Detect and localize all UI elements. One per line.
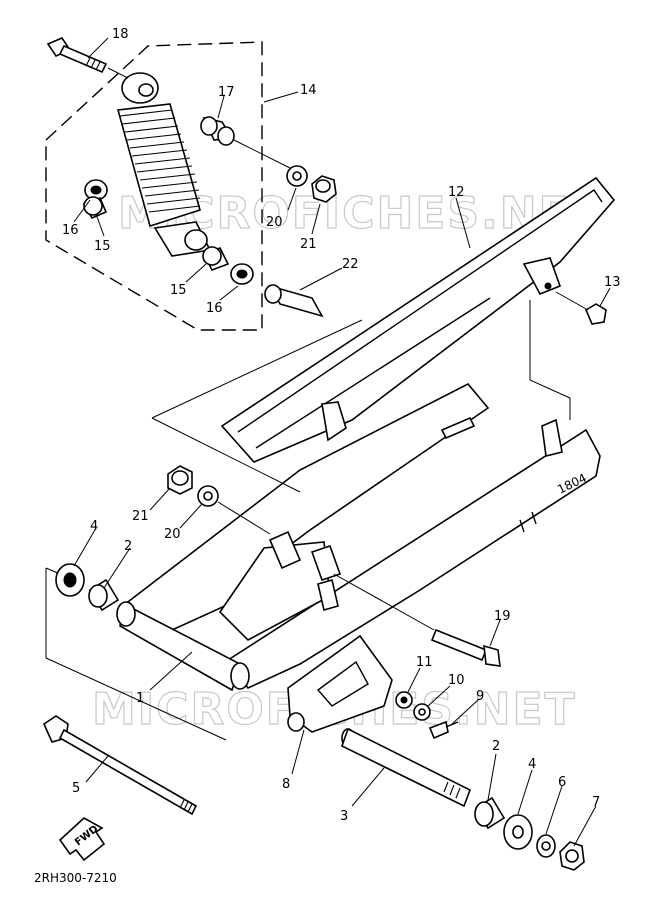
nut-7 <box>559 841 585 871</box>
swingarm-1: 1804 <box>116 382 601 692</box>
washer-11 <box>395 691 413 709</box>
collar-2-left <box>88 578 120 612</box>
callout-4-right: 4 <box>528 757 536 772</box>
callout-2-left: 2 <box>124 539 132 554</box>
callout-12: 12 <box>448 185 465 200</box>
bolt-9 <box>428 720 459 740</box>
callout-18: 18 <box>112 27 129 42</box>
collar-15-right <box>202 246 230 272</box>
callout-7: 7 <box>592 795 600 810</box>
chain-guard-12 <box>220 176 616 463</box>
callout-16-left: 16 <box>62 223 79 238</box>
chain-slider-8 <box>287 634 393 733</box>
callout-22: 22 <box>342 257 359 272</box>
callout-9: 9 <box>476 689 484 704</box>
callout-21-upper: 21 <box>300 237 317 252</box>
bearing-4-right <box>503 814 533 850</box>
reference-lines <box>45 300 571 741</box>
callout-1: 1 <box>136 691 144 706</box>
callout-2-right: 2 <box>492 739 500 754</box>
callout-15-right: 15 <box>170 283 187 298</box>
axle-3 <box>341 727 472 808</box>
diagram-code: 2RH300-7210 <box>34 871 117 885</box>
callout-4-left: 4 <box>90 519 98 534</box>
fwd-arrow-icon: FWD <box>58 817 106 862</box>
callout-6: 6 <box>558 775 566 790</box>
axis-17-20 <box>233 139 291 169</box>
callout-15-left: 15 <box>94 239 111 254</box>
bolt-13 <box>555 291 607 325</box>
pivot-shaft-5 <box>42 715 198 816</box>
collar-2-right <box>474 796 506 830</box>
callout-17: 17 <box>218 85 235 100</box>
rear-shock-absorber <box>116 72 212 257</box>
shock-upper-bolt-18 <box>46 37 108 74</box>
callout-20-upper: 20 <box>266 215 283 230</box>
callout-5: 5 <box>72 781 80 796</box>
shock-assembly-dashed-outline <box>45 41 263 331</box>
callout-8: 8 <box>282 777 290 792</box>
callout-13: 13 <box>604 275 621 290</box>
callout-20-lower: 20 <box>164 527 181 542</box>
nut-21-upper <box>311 175 337 203</box>
nut-21-lower <box>167 465 193 495</box>
callout-14: 14 <box>300 83 317 98</box>
washer-6 <box>536 834 556 858</box>
callout-19: 19 <box>494 609 511 624</box>
washer-20-upper <box>286 165 308 187</box>
callout-21-lower: 21 <box>132 509 149 524</box>
collar-22 <box>264 284 324 318</box>
bolt-axis-18 <box>107 67 129 79</box>
bearing-4-left <box>55 563 85 597</box>
callout-3: 3 <box>340 809 348 824</box>
callout-10: 10 <box>448 673 465 688</box>
bushing-16-right <box>230 263 254 285</box>
callout-16-right: 16 <box>206 301 223 316</box>
leader-lines <box>73 37 611 847</box>
bolt-19 <box>333 573 501 667</box>
collar-15-left <box>82 196 108 220</box>
collar-17 <box>200 116 235 146</box>
callout-11: 11 <box>416 655 433 670</box>
washer-10 <box>413 703 431 721</box>
washer-20-lower <box>197 485 219 507</box>
axis-20-bracket <box>217 501 271 535</box>
